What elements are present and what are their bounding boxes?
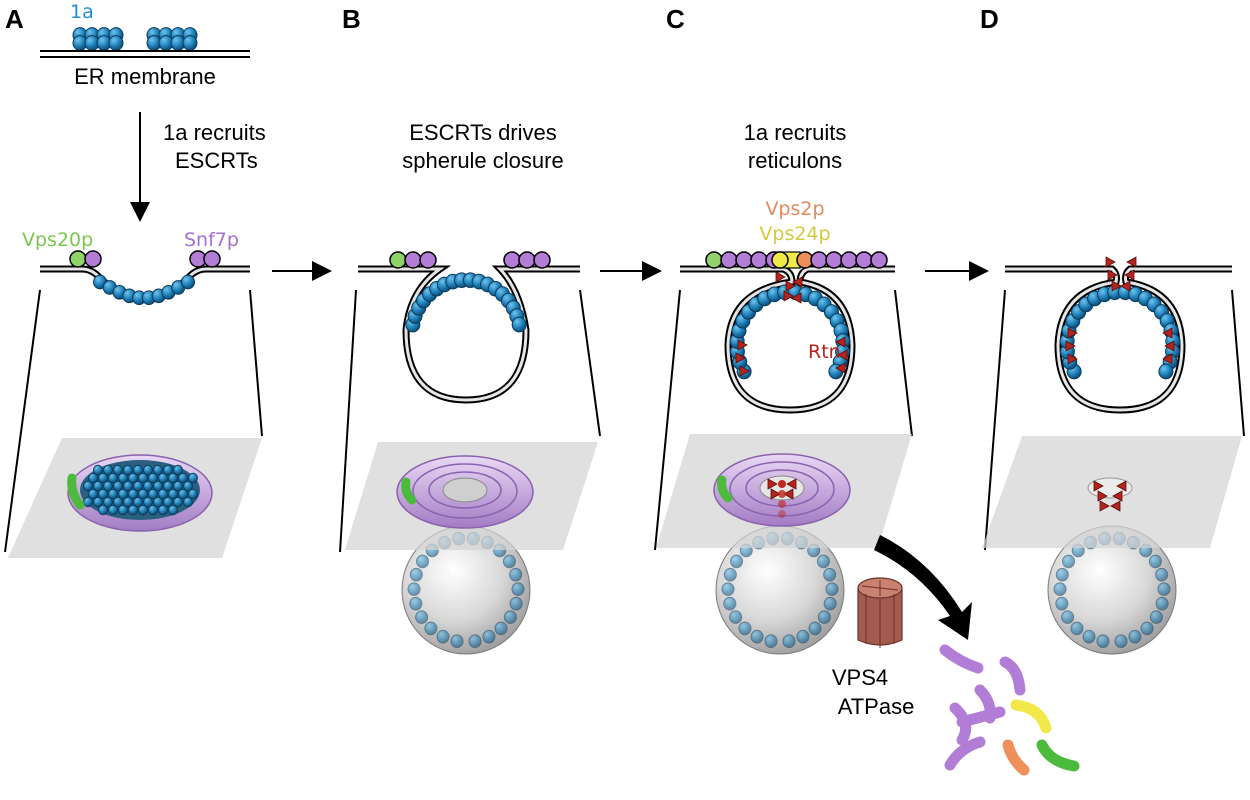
vps20p-dot xyxy=(69,250,87,268)
reticulon-markers xyxy=(735,271,848,377)
caption-c-line1: 1a recruits xyxy=(744,120,847,145)
panel-d-spherule xyxy=(982,256,1245,655)
released-escrt-subunits xyxy=(939,644,1080,776)
atpase-label: ATPase xyxy=(838,694,915,719)
panel-a-3d-view xyxy=(4,289,263,558)
caption-a-line1: 1a recruits xyxy=(163,120,266,145)
vps20p-label: Vps20p xyxy=(22,229,93,251)
panel-letter-c: C xyxy=(666,4,685,34)
caption-b-line2: spherule closure xyxy=(402,148,563,173)
vps24p-label: Vps24p xyxy=(759,223,830,245)
disassembly-arrow xyxy=(874,535,972,640)
er-membrane-label: ER membrane xyxy=(74,64,216,89)
panel-c-spherule: Vps2p Vps24p Rtn VPS4 ATPas xyxy=(654,198,1080,776)
vps4-atpase-barrel xyxy=(857,577,903,648)
caption-c-line2: reticulons xyxy=(748,148,842,173)
snf7p-label: Snf7p xyxy=(184,229,239,251)
panel-letter-a: A xyxy=(5,4,24,34)
caption-a-line2: ESCRTs xyxy=(175,148,258,173)
escrt-ring-row xyxy=(705,251,888,269)
vps2p-label: Vps2p xyxy=(765,198,824,220)
protein-1a-cup xyxy=(93,274,195,306)
rtn-label: Rtn xyxy=(808,341,841,363)
panel-a-er-membrane: 1a ER membrane xyxy=(40,1,250,89)
caption-b-line1: ESCRTs drives xyxy=(409,120,557,145)
protein-1a-row xyxy=(72,27,198,51)
reticulon-markers-d xyxy=(1065,256,1175,365)
protein-1a-spherule xyxy=(405,272,527,333)
vps4-label: VPS4 xyxy=(832,665,888,690)
panel-letter-b: B xyxy=(342,4,361,34)
protein-1a-label: 1a xyxy=(70,1,94,23)
panel-letter-d: D xyxy=(980,4,999,34)
panel-b-spherule xyxy=(339,251,601,655)
panel-a-budding: Vps20p Snf7p xyxy=(22,229,250,306)
